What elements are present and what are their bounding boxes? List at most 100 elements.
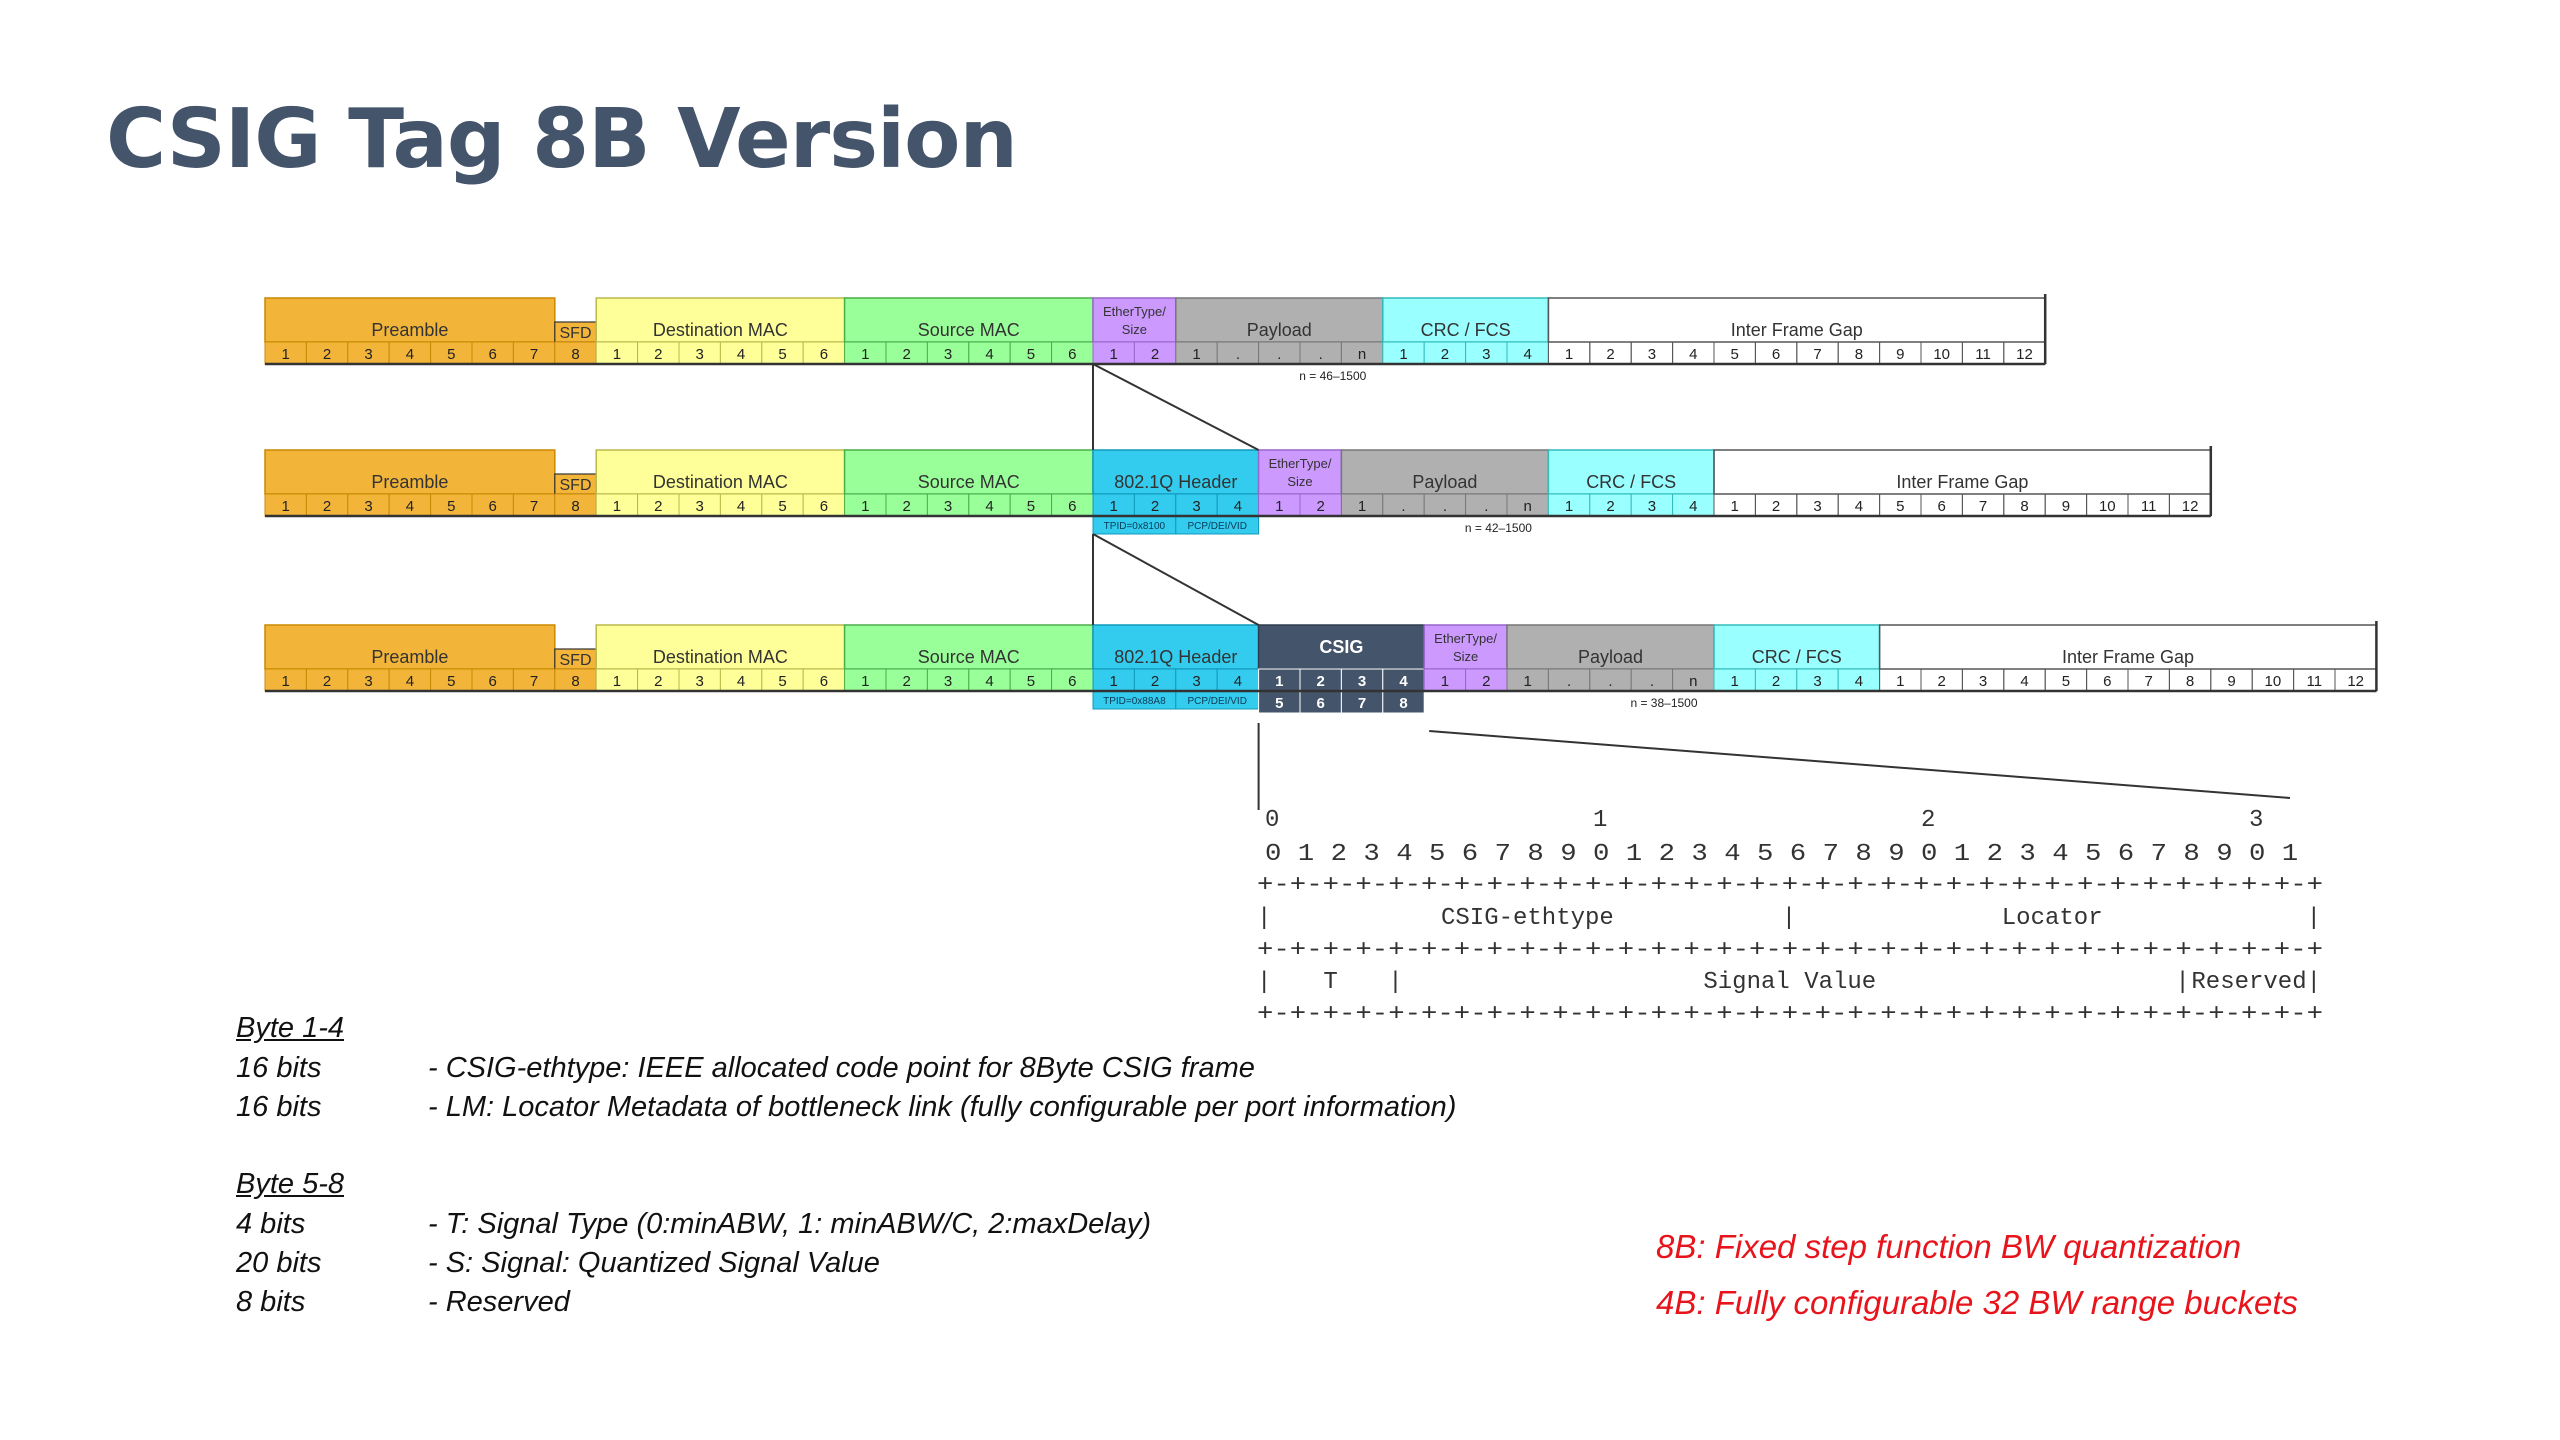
- sub-field-label: PCP/DEI/VID: [1187, 696, 1246, 707]
- byte-label: 8: [571, 346, 579, 363]
- byte-label: 12: [2347, 673, 2364, 690]
- byte-label: 2: [323, 673, 331, 690]
- byte-label: 5: [447, 498, 455, 515]
- field-label-box: [1092, 624, 1260, 670]
- byte-label: 4: [737, 673, 745, 690]
- byte-label: 5: [2062, 673, 2070, 690]
- byte-label: 6: [820, 673, 828, 690]
- field-label-box: [1340, 449, 1550, 495]
- t-field: T: [1323, 969, 1337, 996]
- byte-label: 5: [1027, 673, 1035, 690]
- field-label-box: [264, 297, 556, 343]
- byte-label: 3: [944, 673, 952, 690]
- byte-label: 2: [1151, 498, 1159, 515]
- byte-label: 2: [654, 346, 662, 363]
- field-label: Payload: [1247, 320, 1312, 340]
- byte-label: 3: [364, 498, 372, 515]
- field-label: EtherType/: [1269, 456, 1332, 471]
- byte-label: 3: [696, 498, 704, 515]
- byte-label: 1: [282, 498, 290, 515]
- bit-bar: |: [2307, 905, 2321, 932]
- byte-label: 2: [1772, 673, 1780, 690]
- byte-label: 7: [2145, 673, 2153, 690]
- byte-label: 6: [1317, 695, 1325, 712]
- byte-label: 1: [1896, 673, 1904, 690]
- byte-label: 4: [1855, 673, 1863, 690]
- byte-label: 4: [1524, 346, 1532, 363]
- byte-label: 3: [364, 673, 372, 690]
- byte-label: 6: [2103, 673, 2111, 690]
- field-label-box: [595, 449, 846, 495]
- byte-label: 2: [1606, 346, 1614, 363]
- byte-label: 6: [820, 346, 828, 363]
- byte-label: 5: [447, 346, 455, 363]
- field-label: CRC / FCS: [1752, 647, 1842, 667]
- field-label: EtherType/: [1103, 304, 1166, 319]
- byte-label: 8: [1399, 695, 1407, 712]
- byte-label: 4: [1234, 498, 1242, 515]
- csig-ethtype-field: CSIG-ethtype: [1441, 905, 1614, 932]
- byte-label: 2: [654, 498, 662, 515]
- bit-ones-row: 0 1 2 3 4 5 6 7 8 9 0 1 2 3 4 5 6 7 8 9 …: [1265, 841, 2298, 868]
- field-label-box: [1506, 624, 1715, 670]
- bit-bar: |: [1388, 969, 1402, 996]
- byte-label: 6: [489, 498, 497, 515]
- field-label: Size: [1287, 474, 1312, 489]
- byte-label: 1: [613, 498, 621, 515]
- byte-label: 10: [2099, 498, 2116, 515]
- byte-label: 2: [1482, 673, 1490, 690]
- byte-label: 1: [1275, 498, 1283, 515]
- payload-size-note: n = 46–1500: [1299, 369, 1366, 383]
- byte-label: n: [1358, 346, 1366, 363]
- byte-label: 2: [1317, 673, 1325, 690]
- field-label: Inter Frame Gap: [2062, 647, 2194, 667]
- byte-label: 2: [1151, 346, 1159, 363]
- byte-label: 6: [489, 673, 497, 690]
- byte-label: 6: [489, 346, 497, 363]
- byte-label: 2: [903, 498, 911, 515]
- byte-label: 2: [1151, 673, 1159, 690]
- byte-label: 5: [778, 498, 786, 515]
- byte-label: 4: [2020, 673, 2028, 690]
- byte-label: .: [1319, 346, 1323, 363]
- byte-label: 1: [861, 498, 869, 515]
- field-label: EtherType/: [1434, 631, 1497, 646]
- field-label-box: [1547, 449, 1715, 495]
- bit-tens-label: 1: [1593, 807, 1607, 834]
- field-label: SFD: [560, 652, 592, 669]
- byte-label: 9: [1896, 346, 1904, 363]
- byte-label: .: [1608, 673, 1612, 690]
- byte-label: 1: [1110, 673, 1118, 690]
- bit-bar: |: [1782, 905, 1796, 932]
- byte-label: 6: [1938, 498, 1946, 515]
- byte-label: .: [1443, 498, 1447, 515]
- byte-label: 3: [696, 346, 704, 363]
- field-label: Preamble: [371, 472, 448, 492]
- byte14-row1-bits: 16 bits: [236, 1052, 322, 1084]
- byte-label: 1: [1731, 673, 1739, 690]
- byte-label: 3: [364, 346, 372, 363]
- expansion-line-right: [1429, 730, 2291, 799]
- byte-label: 4: [1689, 346, 1697, 363]
- byte-label: 4: [1855, 498, 1863, 515]
- byte-label: n: [1524, 498, 1532, 515]
- bit-separator: +-+-+-+-+-+-+-+-+-+-+-+-+-+-+-+-+-+-+-+-…: [1257, 1001, 2323, 1028]
- field-label: CRC / FCS: [1586, 472, 1676, 492]
- field-label: Payload: [1412, 472, 1477, 492]
- payload-size-note: n = 38–1500: [1630, 696, 1697, 710]
- byte-label: 1: [1565, 346, 1573, 363]
- byte-label: 9: [2062, 498, 2070, 515]
- byte-label: .: [1277, 346, 1281, 363]
- byte-label: 6: [820, 498, 828, 515]
